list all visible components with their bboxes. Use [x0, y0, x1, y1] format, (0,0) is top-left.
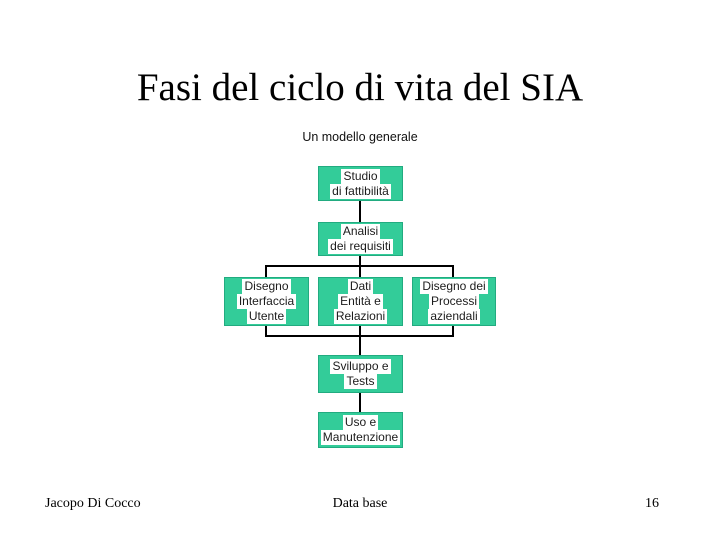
connector-stub-right-top	[452, 265, 454, 278]
connector-stub-left-bottom	[265, 325, 267, 337]
connector-stub-right-bottom	[452, 325, 454, 337]
node-text-line: Entità e	[338, 294, 383, 309]
node-text-line: di fattibilità	[330, 183, 391, 199]
diagram-subtitle: Un modello generale	[302, 130, 418, 144]
node-text-line: Tests	[344, 374, 377, 389]
node-disegno-processi-aziendali: Disegno dei Processi aziendali	[412, 277, 496, 326]
node-text-line: Utente	[246, 309, 287, 324]
node-text-line: aziendali	[428, 309, 480, 324]
node-text-line: Analisi	[340, 224, 381, 239]
node-text-line: dei requisiti	[328, 239, 393, 254]
node-text-line: Studio	[341, 168, 380, 184]
node-sviluppo-e-tests: Sviluppo e Tests	[318, 355, 403, 393]
footer-author: Jacopo Di Cocco	[45, 496, 141, 511]
node-text-line: Manutenzione	[320, 430, 401, 445]
node-text-line: Sviluppo e	[330, 359, 391, 374]
node-uso-e-manutenzione: Uso e Manutenzione	[318, 412, 403, 448]
node-disegno-interfaccia-utente: Disegno Interfaccia Utente	[224, 277, 309, 326]
node-text-line: Relazioni	[333, 309, 388, 324]
node-text-line: Disegno	[242, 279, 291, 294]
connector-branch-top-horizontal	[265, 265, 454, 267]
node-dati-entita-relazioni: Dati Entità e Relazioni	[318, 277, 403, 326]
connector-analisi-down	[359, 256, 361, 278]
footer-course-name: Data base	[332, 496, 388, 511]
node-studio-di-fattibilita: Studio di fattibilità	[318, 166, 403, 201]
node-text-line: Processi	[428, 294, 479, 309]
node-text-line: Disegno dei	[420, 279, 488, 294]
connector-center-sviluppo	[359, 325, 361, 355]
slide-title: Fasi del ciclo di vita del SIA	[136, 66, 584, 109]
connector-sviluppo-uso	[359, 392, 361, 413]
node-text-line: Dati	[347, 279, 374, 294]
node-text-line: Uso e	[342, 415, 379, 430]
node-text-line: Interfaccia	[236, 294, 297, 309]
slide-footer: Jacopo Di Cocco Data base 16	[0, 496, 720, 516]
footer-page-number: 16	[645, 496, 659, 511]
connector-studio-analisi	[359, 200, 361, 223]
connector-stub-left-top	[265, 265, 267, 278]
node-analisi-dei-requisiti: Analisi dei requisiti	[318, 222, 403, 256]
